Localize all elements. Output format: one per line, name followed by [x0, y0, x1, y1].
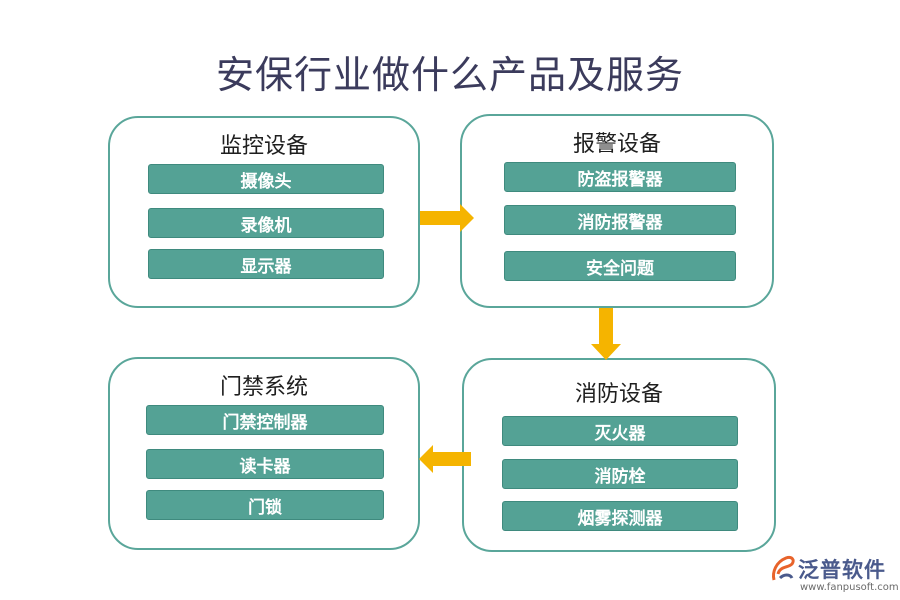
item-fire-alarm: 消防报警器 — [504, 205, 736, 235]
box-access: 门禁系统 门禁控制器 读卡器 门锁 — [108, 357, 420, 550]
box-alarm: 报警设备 防盗报警器 消防报警器 安全问题 — [460, 114, 774, 308]
item-security-issue: 安全问题 — [504, 251, 736, 281]
logo-name: 泛普软件 — [798, 558, 886, 582]
box-monitoring: 监控设备 摄像头 录像机 显示器 — [108, 116, 420, 308]
arrow-left-icon — [419, 445, 471, 473]
item-recorder: 录像机 — [148, 208, 384, 238]
fanpu-logo-icon — [772, 556, 795, 581]
item-card-reader: 读卡器 — [146, 449, 384, 479]
item-smoke-detector: 烟雾探测器 — [502, 501, 738, 531]
box-fire-title: 消防设备 — [574, 382, 663, 407]
box-alarm-title: 报警设备 — [572, 132, 661, 157]
brand-logo: 泛普软件 www.fanpusoft.com — [770, 552, 899, 598]
item-display: 显示器 — [148, 249, 384, 279]
item-access-controller: 门禁控制器 — [146, 405, 384, 435]
arrow-right-icon — [420, 204, 474, 232]
box-monitoring-title: 监控设备 — [219, 134, 308, 159]
item-extinguisher: 灭火器 — [502, 416, 738, 446]
box-access-title: 门禁系统 — [219, 375, 308, 400]
logo-url: www.fanpusoft.com — [800, 582, 899, 593]
box-fire: 消防设备 灭火器 消防栓 烟雾探测器 — [462, 358, 776, 552]
item-burglar-alarm: 防盗报警器 — [504, 162, 736, 192]
item-hydrant: 消防栓 — [502, 459, 738, 489]
item-door-lock: 门锁 — [146, 490, 384, 520]
arrow-down-icon — [591, 308, 621, 360]
diagram-title: 安保行业做什么产品及服务 — [215, 53, 684, 97]
item-camera: 摄像头 — [148, 164, 384, 194]
